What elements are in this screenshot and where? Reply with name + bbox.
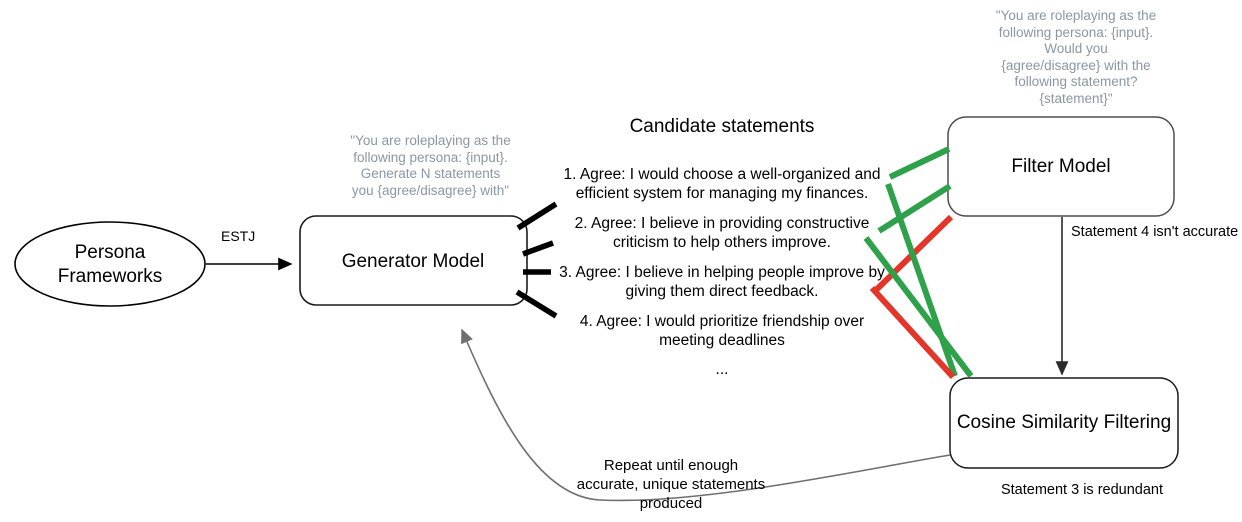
edge-cosine-to-generator-loop bbox=[461, 328, 951, 502]
connector-generator-statement-2 bbox=[522, 240, 554, 257]
edge-statement-2-to-cosine bbox=[863, 236, 974, 378]
list-item: 1. Agree: I would choose a well-organize… bbox=[563, 166, 881, 202]
node-persona-frameworks-label-line2: Frameworks bbox=[58, 266, 163, 287]
connector-generator-statement-1 bbox=[516, 201, 558, 231]
list-item: 3. Agree: I believe in helping people im… bbox=[559, 264, 885, 300]
prompt-filter-model: "You are roleplaying as the following pe… bbox=[995, 8, 1157, 106]
list-item: 4. Agree: I would prioritize friendship … bbox=[579, 313, 865, 349]
node-filter-model-label: Filter Model bbox=[1011, 156, 1110, 177]
caption-repeat-loop: Repeat until enough accurate, unique sta… bbox=[576, 457, 766, 512]
prompt-generator-model: "You are roleplaying as the following pe… bbox=[350, 133, 511, 198]
caption-statement-3-redundant: Statement 3 is redundant bbox=[1001, 482, 1163, 498]
candidate-statements-list: 1. Agree: I would choose a well-organize… bbox=[548, 165, 896, 379]
candidate-statements-heading: Candidate statements bbox=[629, 116, 815, 137]
node-generator-model-label: Generator Model bbox=[342, 251, 485, 272]
node-persona-frameworks-label-line1: Persona bbox=[75, 242, 146, 263]
node-persona-frameworks[interactable] bbox=[14, 221, 206, 307]
caption-statement-4-not-accurate: Statement 4 isn't accurate bbox=[1071, 224, 1239, 240]
list-item: 2. Agree: I believe in providing constru… bbox=[574, 215, 870, 251]
node-cosine-similarity-filtering[interactable] bbox=[949, 377, 1179, 469]
node-generator-model[interactable] bbox=[299, 215, 528, 306]
list-ellipsis: ... bbox=[715, 361, 729, 378]
edge-statement-2-to-filter-accept bbox=[877, 183, 952, 234]
edge-persona-to-generator-label: ESTJ bbox=[221, 228, 255, 244]
edge-statement-1-to-filter-accept bbox=[888, 146, 951, 180]
node-cosine-similarity-filtering-label: Cosine Similarity Filtering bbox=[957, 412, 1171, 433]
node-filter-model[interactable] bbox=[947, 116, 1175, 217]
edge-statement-3-to-cosine-redundant bbox=[869, 285, 956, 380]
connector-generator-statement-4 bbox=[515, 289, 558, 319]
